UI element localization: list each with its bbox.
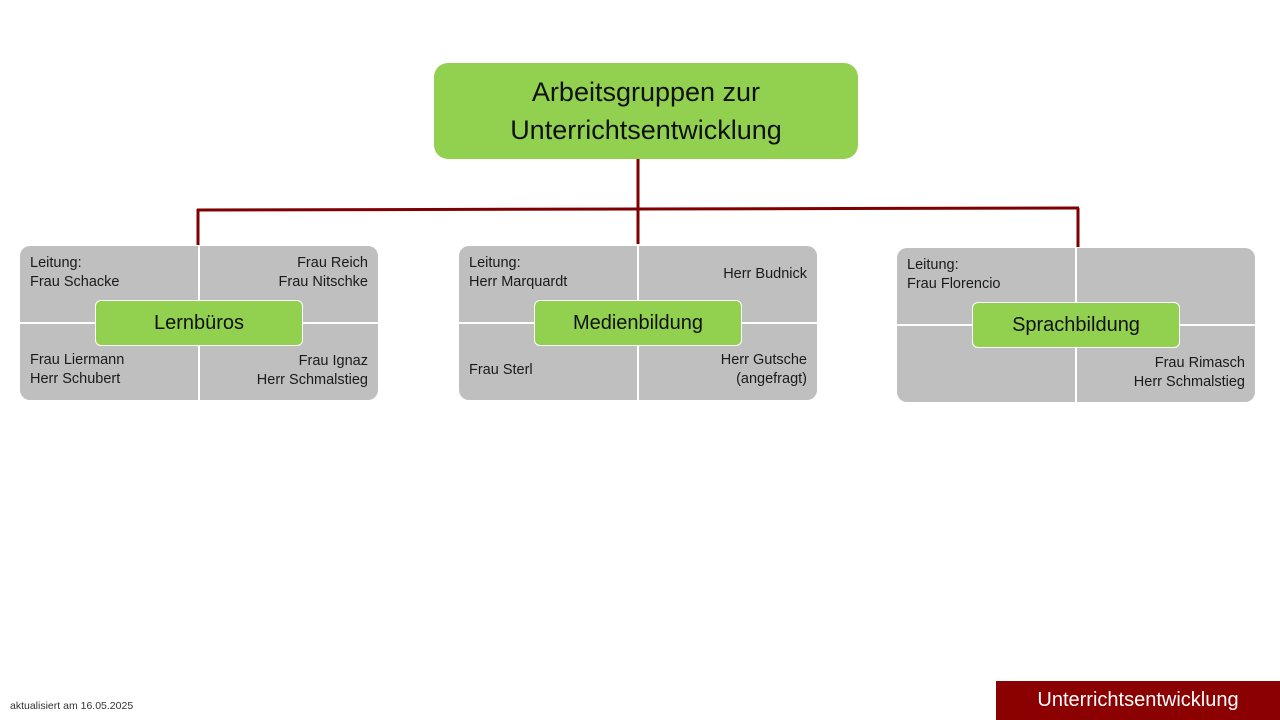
member-text: Herr Gutsche (720, 352, 807, 368)
group-label: Medienbildung (534, 300, 742, 346)
updated-date-note: aktualisiert am 16.05.2025 (10, 700, 134, 712)
member-text: Frau Ignaz (298, 353, 368, 369)
group-quadrant-bottom-right: Herr Gutsche (angefragt) (638, 323, 817, 400)
member-text: Leitung: (907, 257, 959, 273)
member-text: Herr Schmalstieg (1133, 374, 1245, 390)
member-text: Herr Budnick (723, 266, 807, 282)
member-text: Leitung: (469, 255, 521, 271)
group-quadrant-bottom-right: Frau Rimasch Herr Schmalstieg (1076, 325, 1255, 402)
group-lernbueros: Leitung: Frau Schacke Frau Reich Frau Ni… (20, 246, 378, 400)
group-medienbildung: Leitung: Herr Marquardt Herr Budnick Fra… (459, 246, 817, 400)
member-text: Frau Florencio (907, 276, 1001, 292)
member-text: Frau Nitschke (278, 274, 368, 290)
member-text: Frau Reich (297, 255, 368, 271)
section-tag: Unterrichtsentwicklung (996, 681, 1280, 720)
group-quadrant-bottom-right: Frau Ignaz Herr Schmalstieg (199, 323, 378, 400)
group-label: Lernbüros (95, 300, 303, 346)
member-text: Herr Marquardt (469, 274, 568, 290)
group-quadrant-top-right: Frau Reich Frau Nitschke (199, 246, 378, 323)
connector-horizontal-bar (196, 206, 1080, 212)
group-quadrant-top-left: Leitung: Frau Schacke (20, 246, 199, 323)
member-text: Herr Schubert (30, 371, 121, 387)
member-text: Herr Schmalstieg (256, 372, 368, 388)
root-node: Arbeitsgruppen zur Unterrichtsentwicklun… (434, 63, 858, 159)
group-quadrant-bottom-left: Frau Liermann Herr Schubert (20, 323, 199, 400)
group-quadrant-bottom-left: Frau Sterl (459, 323, 638, 400)
group-quadrant-top-left: Leitung: Frau Florencio (897, 248, 1076, 325)
member-text: Frau Sterl (469, 362, 533, 378)
member-text: Frau Schacke (30, 274, 120, 290)
member-text: Frau Rimasch (1154, 355, 1245, 371)
group-quadrant-top-left: Leitung: Herr Marquardt (459, 246, 638, 323)
group-sprachbildung: Leitung: Frau Florencio Frau Rimasch Her… (897, 248, 1255, 402)
root-title-line1: Arbeitsgruppen zur (531, 77, 761, 107)
member-text: Leitung: (30, 255, 82, 271)
root-title-line2: Unterrichtsentwicklung (510, 115, 782, 145)
group-quadrant-top-right: Herr Budnick (638, 246, 817, 323)
group-label: Sprachbildung (972, 302, 1180, 348)
member-text: Frau Liermann (30, 352, 125, 368)
member-text: (angefragt) (736, 371, 807, 387)
